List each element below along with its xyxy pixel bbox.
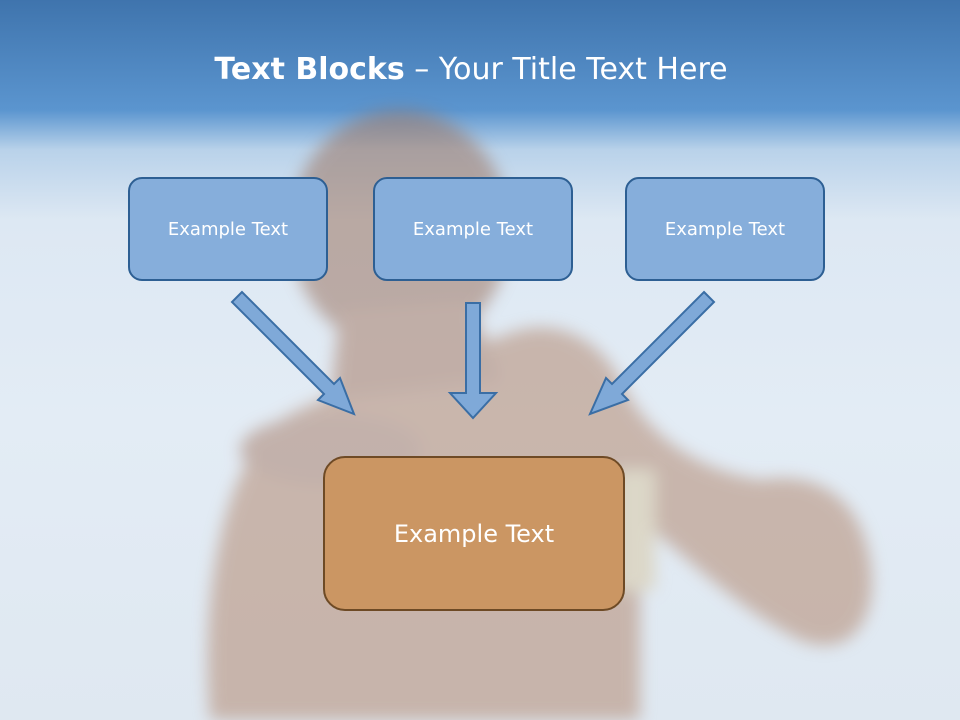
title-rest: Your Title Text Here <box>438 52 728 87</box>
arrow-right <box>588 290 716 416</box>
text-block-left[interactable]: Example Text <box>128 177 328 281</box>
text-block-right[interactable]: Example Text <box>625 177 825 281</box>
text-block-center[interactable]: Example Text <box>373 177 573 281</box>
slide-title: Text Blocks – Your Title Text Here <box>0 52 942 87</box>
target-block[interactable]: Example Text <box>323 456 625 611</box>
arrow-center <box>447 302 499 420</box>
arrow-left <box>230 290 356 416</box>
title-bold: Text Blocks <box>214 52 405 87</box>
title-dash: – <box>404 52 439 87</box>
